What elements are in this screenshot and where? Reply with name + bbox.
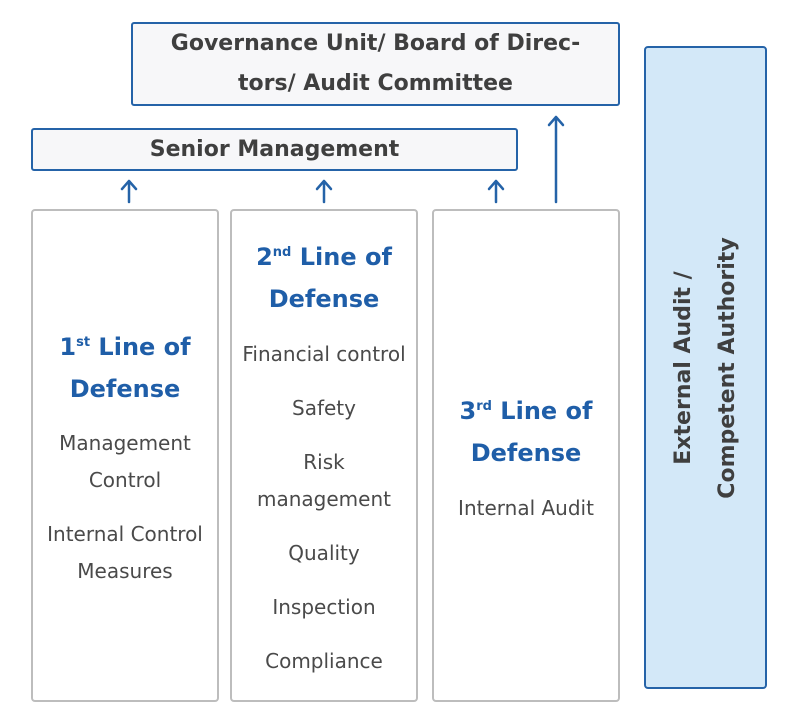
first-line-box: 1st Line of Defense Management Control I… — [31, 209, 219, 702]
second-line-box: 2nd Line of Defense Financial control Sa… — [230, 209, 418, 702]
third-line-title: 3rd Line of Defense — [459, 397, 593, 467]
arrow-up-icon — [547, 115, 565, 204]
second-line-item: Inspection — [272, 595, 376, 619]
senior-management-label: Senior Management — [149, 137, 400, 162]
second-line-title: 2nd Line of Defense — [256, 243, 392, 313]
senior-management-box: Senior Management — [31, 128, 518, 171]
governance-box: Governance Unit/ Board of Direc- tors/ A… — [131, 22, 620, 106]
second-line-item: Quality — [288, 541, 360, 565]
arrow-up-icon — [120, 179, 138, 204]
arrow-up-icon — [487, 179, 505, 204]
first-line-item: Internal Control Measures — [47, 522, 203, 583]
third-line-box: 3rd Line of Defense Internal Audit — [432, 209, 620, 702]
first-line-title: 1st Line of Defense — [59, 333, 191, 403]
governance-line-1: Governance Unit/ Board of Direc- — [170, 31, 581, 56]
first-line-item: Management Control — [59, 431, 191, 492]
second-line-item: Safety — [292, 396, 356, 420]
arrow-up-icon — [315, 179, 333, 204]
second-line-item: Risk management — [257, 450, 391, 511]
second-line-item: Compliance — [265, 649, 383, 673]
second-line-item: Financial control — [242, 342, 406, 366]
external-audit-box: External Audit / Competent Authority — [644, 46, 767, 689]
governance-line-2: tors/ Audit Committee — [238, 71, 513, 96]
third-line-item: Internal Audit — [458, 496, 594, 520]
